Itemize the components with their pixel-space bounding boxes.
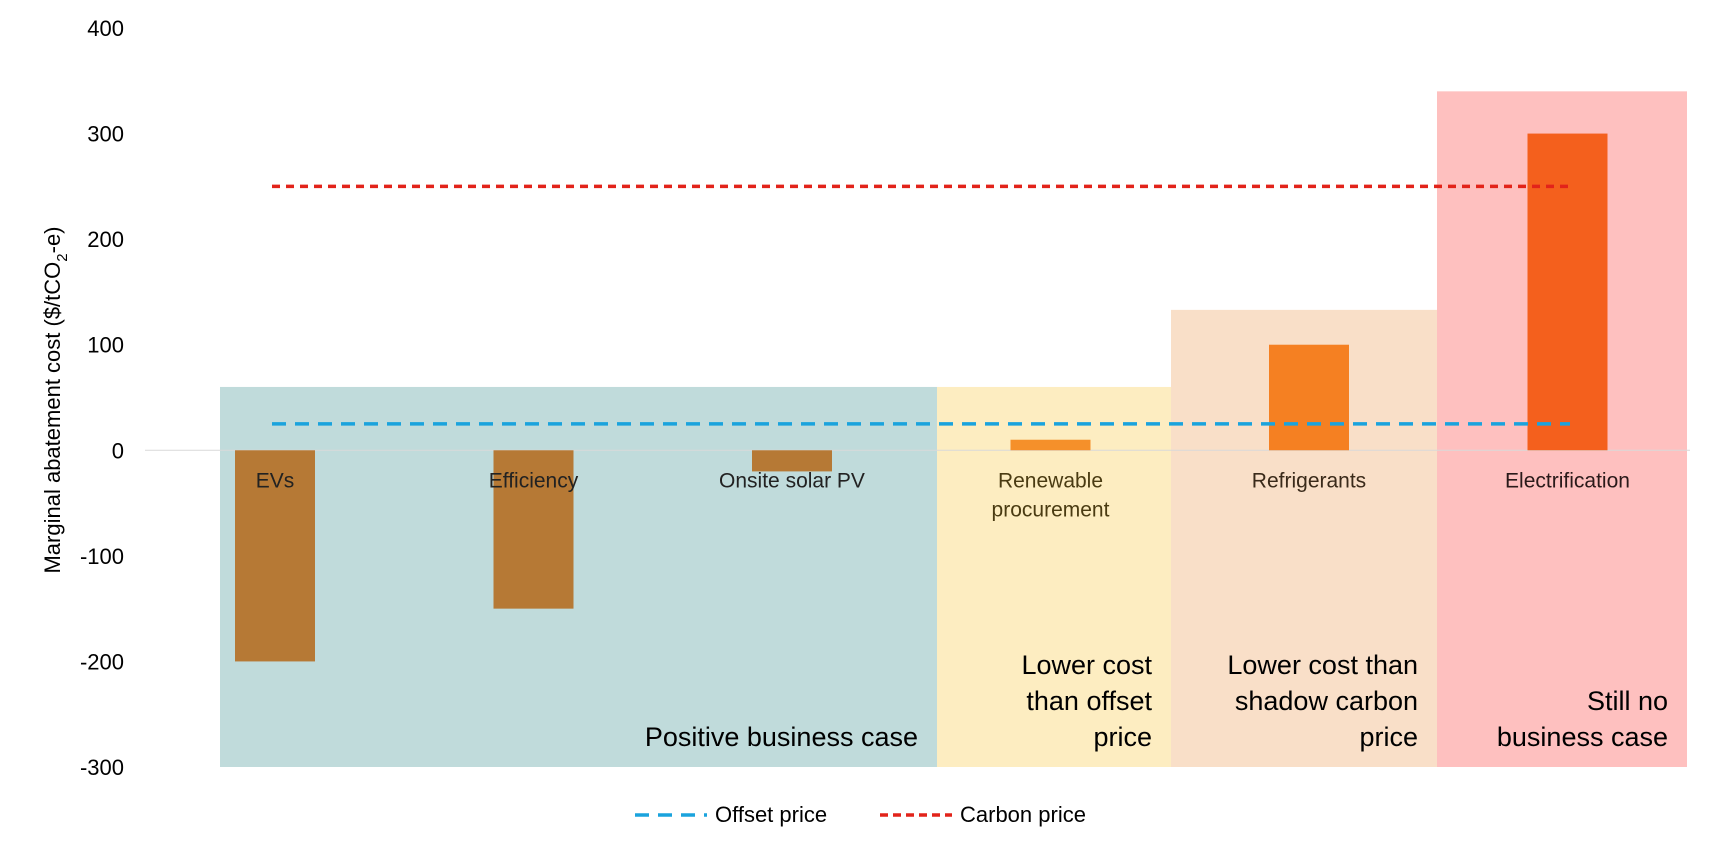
region-label: Positive business case bbox=[645, 722, 918, 752]
category-label: procurement bbox=[992, 498, 1110, 521]
bar bbox=[493, 450, 574, 609]
region-label: price bbox=[1093, 722, 1152, 752]
y-tick-label: 400 bbox=[87, 16, 124, 41]
bar bbox=[1269, 344, 1349, 451]
y-tick-label: 0 bbox=[112, 438, 124, 463]
y-axis: 400 300 200 100 0 -100 -200 -300 bbox=[80, 16, 124, 780]
region-label: business case bbox=[1497, 722, 1668, 752]
y-tick-label: -300 bbox=[80, 755, 124, 780]
y-axis-label: Marginal abatement cost ($/tCO2-e) bbox=[40, 226, 71, 573]
region-labels: Positive business case Lower cost than off… bbox=[645, 650, 1668, 752]
region-label: price bbox=[1359, 722, 1418, 752]
legend: Offset price Carbon price bbox=[635, 802, 1086, 827]
category-labels: EVs Efficiency Onsite solar PV Renewable pro… bbox=[256, 469, 1630, 521]
y-tick-label: 200 bbox=[87, 227, 124, 252]
reference-lines-layer bbox=[272, 184, 1570, 426]
legend-label: Offset price bbox=[715, 802, 827, 827]
category-label: Electrification bbox=[1505, 469, 1630, 492]
region-label: shadow carbon bbox=[1235, 686, 1418, 716]
region-label: Still no bbox=[1587, 686, 1668, 716]
region-label: Lower cost than bbox=[1227, 650, 1418, 680]
category-label: Efficiency bbox=[489, 469, 579, 492]
y-tick-label: 300 bbox=[87, 122, 124, 147]
y-tick-label: 100 bbox=[87, 333, 124, 358]
category-label: EVs bbox=[256, 469, 295, 492]
bar bbox=[1527, 133, 1608, 451]
legend-label: Carbon price bbox=[960, 802, 1086, 827]
region-label: than offset bbox=[1026, 686, 1152, 716]
y-tick-label: -200 bbox=[80, 649, 124, 674]
category-label: Onsite solar PV bbox=[719, 469, 865, 492]
y-tick-label: -100 bbox=[80, 544, 124, 569]
bars-layer bbox=[235, 133, 1608, 662]
bar bbox=[1010, 439, 1091, 451]
regions-layer bbox=[220, 91, 1687, 768]
category-label: Refrigerants bbox=[1252, 469, 1366, 492]
region-label: Lower cost bbox=[1021, 650, 1152, 680]
category-label: Renewable bbox=[998, 469, 1103, 492]
bar bbox=[235, 450, 315, 662]
region-background bbox=[220, 386, 937, 767]
bar bbox=[752, 450, 832, 472]
